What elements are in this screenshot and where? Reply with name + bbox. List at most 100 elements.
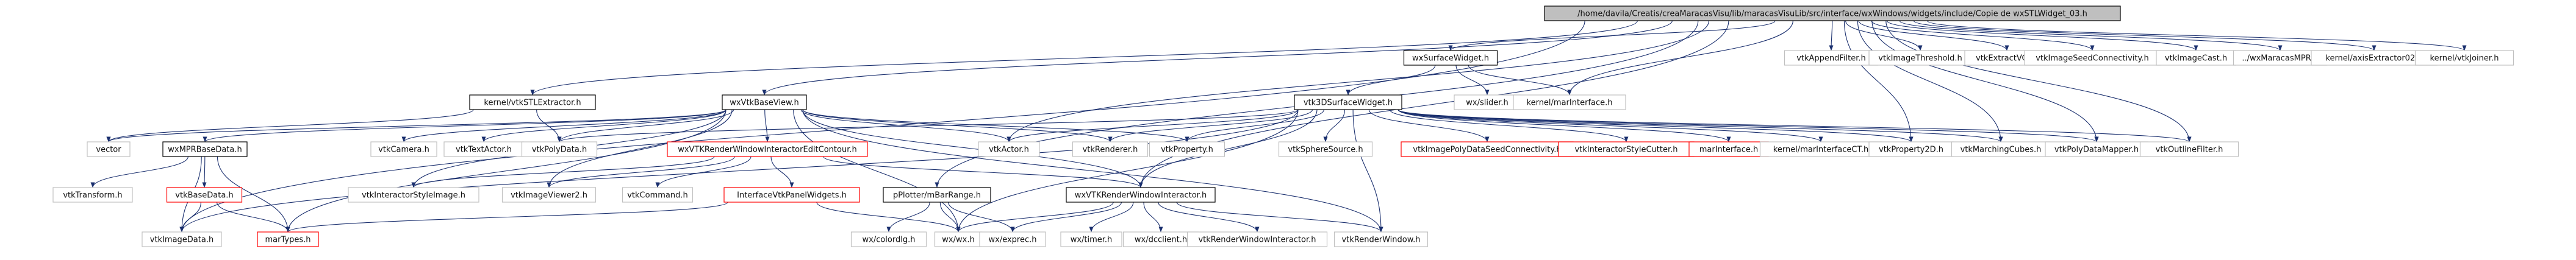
edge-wxvtkbase-to-vtkrw	[802, 109, 1383, 233]
edge-root-to-vtkactor	[1006, 20, 1710, 142]
node-label: wxMPRBaseData.h	[168, 146, 242, 155]
node-wxsurf[interactable]: wxSurfaceWidget.h	[1403, 50, 1498, 66]
node-box	[1278, 141, 1373, 157]
node-vector[interactable]: vector	[87, 141, 131, 157]
edge-root-to-kerneljoin	[1926, 20, 2467, 51]
edge-root-to-vtkoutline	[1885, 20, 2192, 142]
node-wxtimer[interactable]: wx/timer.h	[1060, 231, 1122, 247]
node-vtktextactor[interactable]: vtkTextActor.h	[443, 141, 524, 157]
node-vtkpolydata[interactable]: vtkPolyData.h	[521, 141, 598, 157]
node-wxvtkrwi-edit[interactable]: wxVTKRenderWindowInteractorEditContour.h	[667, 141, 868, 157]
node-kernelmar[interactable]: kernel/marInterface.h	[1513, 94, 1626, 110]
node-label: marInterface.h	[1699, 146, 1759, 155]
edge-vtk3dsurf-to-vtkrenderer	[1108, 109, 1313, 142]
node-box	[979, 231, 1046, 247]
node-vtkpolymapper[interactable]: vtkPolyDataMapper.h	[2045, 141, 2148, 157]
node-label: ../wxMaracasMPR.h	[2242, 54, 2318, 63]
node-box	[622, 187, 694, 203]
node-label: vtkRenderWindowInteractor.h	[1198, 236, 1316, 245]
node-box	[1403, 50, 1498, 66]
node-interfacevtk[interactable]: InterfaceVtkPanelWidgets.h	[723, 187, 860, 203]
node-vtkmarching[interactable]: vtkMarchingCubes.h	[1951, 141, 2051, 157]
edge-wxmprbase-to-vtktransform	[90, 156, 188, 188]
edge-wxvtkrwi-edit-to-vtkinterimg	[411, 156, 715, 188]
node-label: vector	[96, 146, 121, 155]
edge-root-to-vtkappend	[1829, 20, 1834, 51]
node-vtkrwi[interactable]: vtkRenderWindowInteractor.h	[1186, 231, 1328, 247]
node-marinterface[interactable]: marInterface.h	[1688, 141, 1769, 157]
edge-wxvtkrwi-edit-to-vtkviewer2	[547, 156, 735, 188]
edge-interfacevtk-to-wxwx	[816, 202, 961, 233]
node-vtkoutline[interactable]: vtkOutlineFilter.h	[2139, 141, 2239, 157]
node-vtkinterstyle[interactable]: vtkInteractorStyleCutter.h	[1558, 141, 1695, 157]
node-kerneljoin[interactable]: kernel/vtkJoiner.h	[2414, 50, 2514, 66]
node-vtkbasedata[interactable]: vtkBaseData.h	[166, 187, 243, 203]
node-martypes[interactable]: marTypes.h	[257, 231, 319, 247]
node-kernelmarct[interactable]: kernel/marInterfaceCT.h	[1759, 141, 1882, 157]
edge-kernelstl-to-vector	[106, 109, 474, 142]
node-wxvtkbase[interactable]: wxVtkBaseView.h	[722, 94, 807, 110]
edge-kernelstl-to-vtkpolydata	[536, 109, 562, 142]
node-label: vtkImageThreshold.h	[1878, 54, 1962, 63]
edge-wxvtkrwi-edit-to-wxvtkrwi	[823, 156, 1143, 188]
edge-wxvtkbase-to-vtktextactor	[481, 109, 727, 142]
node-vtkrw[interactable]: vtkRenderWindow.h	[1333, 231, 1429, 247]
node-label: kernel/axisExtractor02.h	[2325, 54, 2422, 63]
node-vtkimgpolyseed[interactable]: vtkImagePolyDataSeedConnectivity.h	[1401, 141, 1574, 157]
node-pplotter[interactable]: pPlotter/mBarRange.h	[883, 187, 991, 203]
node-label: vtkImageViewer2.h	[511, 191, 587, 200]
edge-wxvtkbase-to-wxmprbase	[203, 109, 727, 142]
node-label: vtkMarchingCubes.h	[1961, 146, 2042, 155]
node-box	[850, 231, 927, 247]
node-vtkinterimg[interactable]: vtkInteractorStyleImage.h	[348, 187, 479, 203]
edge-vtk3dsurf-to-vtkimagedata	[179, 109, 1299, 233]
edge-wxvtkbase-to-wxwx	[793, 109, 961, 233]
node-root[interactable]: /home/davila/Creatis/creaMaracasVisu/lib…	[1544, 5, 2121, 21]
node-label: vtkInteractorStyleImage.h	[362, 191, 465, 200]
node-wxmprbase[interactable]: wxMPRBaseData.h	[162, 141, 248, 157]
node-layer: /home/davila/Creatis/creaMaracasVisu/lib…	[52, 5, 2514, 247]
node-vtkimagedata[interactable]: vtkImageData.h	[142, 231, 222, 247]
node-vtktransform[interactable]: vtkTransform.h	[52, 187, 133, 203]
node-label: kernel/marInterface.h	[1527, 99, 1613, 108]
node-label: wx/exprec.h	[989, 236, 1037, 245]
node-wxexprec[interactable]: wx/exprec.h	[979, 231, 1046, 247]
node-wxslider[interactable]: wx/slider.h	[1454, 94, 1521, 110]
node-vtkrenderer[interactable]: vtkRenderer.h	[1072, 141, 1149, 157]
node-label: vtkTransform.h	[63, 191, 122, 200]
node-kernelstl[interactable]: kernel/vtkSTLExtractor.h	[469, 94, 596, 110]
node-vtkproperty[interactable]: vtkProperty.h	[1149, 141, 1225, 157]
node-wxcolordlg[interactable]: wx/colordlg.h	[850, 231, 927, 247]
node-box	[1784, 50, 1879, 66]
edge-root-to-vtkmarching	[1857, 20, 2003, 142]
node-vtksphere[interactable]: vtkSphereSource.h	[1278, 141, 1373, 157]
edge-vtk3dsurf-to-kernelmarct	[1397, 109, 1823, 142]
edge-wxsurf-to-wxslider	[1455, 65, 1490, 96]
node-vtkcast[interactable]: vtkImageCast.h	[2156, 50, 2236, 66]
node-label: /home/davila/Creatis/creaMaracasVisu/lib…	[1577, 10, 2087, 19]
edge-root-to-vtkthresh	[1845, 20, 1923, 51]
node-box	[1558, 141, 1695, 157]
node-vtkcommand[interactable]: vtkCommand.h	[622, 187, 694, 203]
node-box	[1066, 187, 1216, 203]
edge-wxvtkrwi-edit-to-interfacevtk	[770, 156, 794, 188]
node-vtkappend[interactable]: vtkAppendFilter.h	[1784, 50, 1879, 66]
edge-vtk3dsurf-to-vtkmarching	[1397, 109, 2003, 142]
node-box	[2139, 141, 2239, 157]
edge-wxvtkbase-to-vtkproperty	[802, 109, 1189, 142]
node-label: wx/timer.h	[1071, 236, 1113, 245]
node-vtkseed[interactable]: vtkImageSeedConnectivity.h	[2024, 50, 2161, 66]
node-vtkcamera[interactable]: vtkCamera.h	[370, 141, 437, 157]
node-vtkactor[interactable]: vtkActor.h	[978, 141, 1040, 157]
node-box	[934, 231, 983, 247]
node-vtkprop2d[interactable]: vtkProperty2D.h	[1868, 141, 1954, 157]
edge-wxvtkrwi-to-vtkrwi	[1158, 202, 1260, 233]
node-box	[1454, 94, 1521, 110]
node-vtk3dsurf[interactable]: vtk3DSurfaceWidget.h	[1294, 94, 1402, 110]
node-wxdcclient[interactable]: wx/dcclient.h	[1122, 231, 1199, 247]
node-vtkviewer2[interactable]: vtkImageViewer2.h	[501, 187, 597, 203]
node-wxvtkrwi[interactable]: wxVTKRenderWindowInteractor.h	[1066, 187, 1216, 203]
node-wxwx[interactable]: wx/wx.h	[934, 231, 983, 247]
node-label: vtkImagePolyDataSeedConnectivity.h	[1413, 146, 1561, 155]
node-vtkthresh[interactable]: vtkImageThreshold.h	[1868, 50, 1972, 66]
